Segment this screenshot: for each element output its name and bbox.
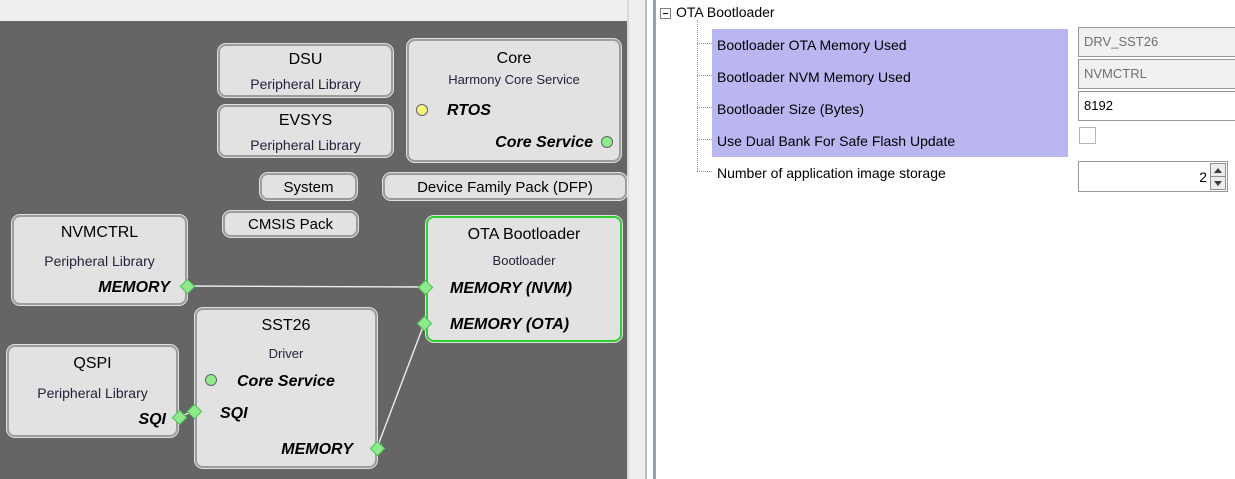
node-sst26-line-2: Core Service [237,373,335,390]
node-nvmctrl-line-0: NVMCTRL [60,224,139,241]
property-label[interactable]: Bootloader Size (Bytes) [717,101,865,117]
node-nvmctrl-line-1: Peripheral Library [44,253,155,269]
spin-down-icon [1214,180,1222,186]
node-dfp[interactable]: Device Family Pack (DFP) [382,172,628,201]
dependency-port-circle-icon[interactable] [601,136,613,148]
spinner-value[interactable]: 2 [1199,168,1207,185]
panel-gutter [627,0,645,479]
node-core-line-3: Core Service [495,134,593,151]
property-value-field: NVMCTRL [1078,59,1235,89]
node-evsys-line-0: EVSYS [278,112,333,129]
tree-collapse-icon[interactable] [660,8,671,19]
tree-branch-line [697,139,712,140]
panel-splitter-handle[interactable] [652,0,656,479]
node-system[interactable]: System [259,172,358,201]
node-ota-bootloader-line-2: MEMORY (NVM) [450,280,573,297]
selected-row-highlight [712,61,1068,93]
property-label[interactable]: Number of application image storage [717,165,946,181]
spin-up-button[interactable] [1210,163,1226,177]
node-sst26-line-1: Driver [268,346,304,361]
property-value-field: DRV_SST26 [1078,27,1235,57]
tree-root-label[interactable]: OTA Bootloader [676,4,775,20]
tree-branch-line [697,75,712,76]
node-dsu-line-0: DSU [288,51,323,68]
tree-branch-line [697,107,712,108]
property-spinner[interactable]: 2 [1078,161,1228,192]
selected-row-highlight [712,93,1068,125]
property-label[interactable]: Use Dual Bank For Safe Flash Update [717,133,956,149]
dependency-port-circle-icon[interactable] [416,104,428,116]
node-sst26-line-0: SST26 [261,317,311,334]
spin-up-icon [1214,167,1222,173]
panel-splitter[interactable] [645,0,647,479]
dependency-port-circle-icon[interactable] [205,374,217,386]
node-cmsis[interactable]: CMSIS Pack [222,210,359,238]
node-dfp-line-0: Device Family Pack (DFP) [417,179,593,196]
node-core-line-0: Core [496,50,532,67]
selected-row-highlight [712,125,1068,157]
node-ota-bootloader-line-0: OTA Bootloader [467,226,581,243]
property-value-field[interactable]: 8192 [1078,91,1235,121]
tree-branch-line [697,171,712,172]
node-ota-bootloader-line-1: Bootloader [492,253,556,268]
spinner-buttons [1210,163,1226,190]
tree-branch-line [697,43,712,44]
node-qspi-line-1: Peripheral Library [37,385,148,401]
node-dsu[interactable]: DSU Peripheral Library [217,43,394,98]
node-ota-bootloader-line-3: MEMORY (OTA) [450,316,570,333]
graph-toolbar-strip [0,0,627,21]
node-core-line-1: Harmony Core Service [448,72,580,87]
node-nvmctrl-line-2: MEMORY [98,279,170,296]
node-system-line-0: System [283,179,334,196]
node-evsys[interactable]: EVSYS Peripheral Library [217,104,394,158]
selected-row-highlight [712,29,1068,61]
spin-down-button[interactable] [1210,176,1226,190]
node-sst26-line-4: MEMORY [281,441,353,458]
node-cmsis-line-0: CMSIS Pack [247,216,334,233]
node-qspi-line-2: SQI [138,411,166,428]
node-sst26-line-3: SQI [220,405,248,422]
node-core-line-2: RTOS [447,102,491,119]
property-label[interactable]: Bootloader OTA Memory Used [717,37,907,53]
node-qspi-line-0: QSPI [73,355,112,372]
tree-guide-line [697,20,698,171]
minus-icon [663,13,668,14]
property-label[interactable]: Bootloader NVM Memory Used [717,69,911,85]
node-dsu-line-1: Peripheral Library [250,76,361,92]
configuration-options-panel: OTA Bootloader Bootloader OTA Memory Use… [656,0,1235,479]
node-evsys-line-1: Peripheral Library [250,137,361,153]
property-checkbox[interactable] [1079,127,1096,144]
